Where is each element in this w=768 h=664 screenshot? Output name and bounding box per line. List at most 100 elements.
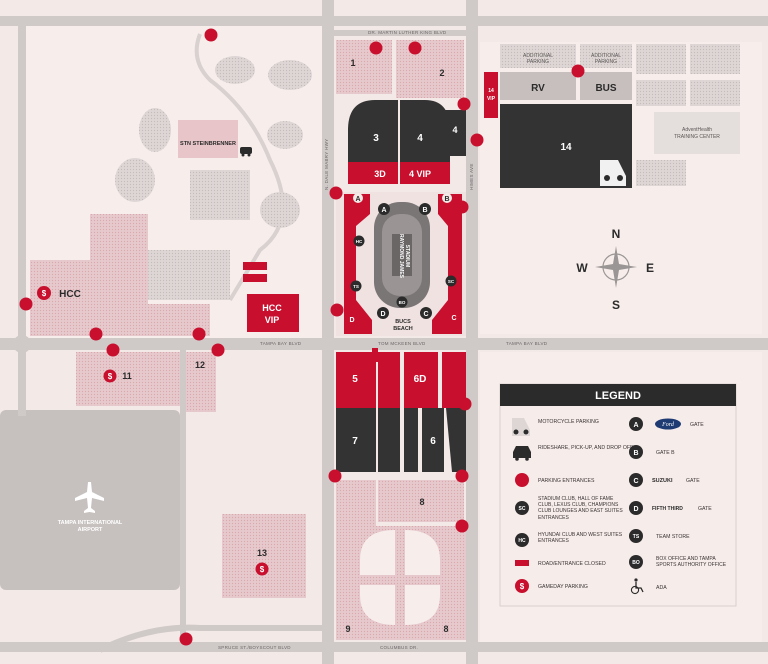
parking-entrance[interactable] — [106, 343, 120, 357]
legend-rideshare: RIDESHARE, PICK-UP, AND DROP OFF — [538, 445, 633, 451]
roundabout — [13, 335, 31, 353]
lot-6-label: 6 — [430, 436, 436, 447]
stadium-name: RAYMOND JAMES — [398, 234, 404, 279]
parking-entrance[interactable] — [369, 41, 383, 55]
gate-sc-marker[interactable] — [445, 275, 457, 287]
lot-6d[interactable] — [404, 352, 438, 408]
steinbrenner-fields — [100, 56, 312, 300]
additional-parking-1[interactable] — [500, 44, 576, 68]
car-icon-nw — [240, 147, 252, 157]
lot-7-east[interactable] — [378, 408, 400, 472]
lot-7-label: 7 — [352, 436, 358, 447]
gate-c-marker[interactable] — [420, 307, 432, 319]
gate-a-marker[interactable] — [378, 203, 390, 215]
parking-entrances — [19, 28, 585, 646]
legend-team-store: TEAM STORE — [656, 534, 690, 540]
legend-hc: HYUNDAI CLUB AND WEST SUITES ENTRANCES — [538, 532, 623, 545]
lot-5-east[interactable] — [378, 352, 400, 408]
gameday-parking-icon — [515, 579, 529, 593]
suzuki-logo: SUZUKI — [652, 478, 673, 484]
parking-entrance[interactable] — [455, 469, 469, 483]
parking-entrance[interactable] — [329, 186, 343, 200]
parking-entrance[interactable] — [458, 397, 472, 411]
hcc-lot-south[interactable] — [90, 304, 210, 336]
parking-entrance[interactable] — [328, 469, 342, 483]
gameday-parking-icon-13 — [255, 562, 269, 576]
road-closed-marker — [372, 348, 378, 362]
svg-text:$: $ — [260, 565, 265, 574]
svg-text:C: C — [633, 478, 638, 485]
airplane-icon — [75, 482, 104, 513]
lot-14vip[interactable] — [484, 72, 498, 118]
bus-lot[interactable] — [580, 72, 632, 100]
rv-lot[interactable] — [500, 72, 576, 100]
gate-b-marker[interactable] — [419, 203, 431, 215]
lot-6d-label: 6D — [414, 374, 427, 385]
hcc-lot-north[interactable] — [90, 214, 148, 304]
gate-b-label-ne: B — [444, 196, 449, 203]
parking-entrance[interactable] — [455, 200, 469, 214]
parking-entrance[interactable] — [470, 133, 484, 147]
parking-entrance[interactable] — [457, 97, 471, 111]
lot-13[interactable] — [222, 514, 306, 598]
lot-12[interactable] — [186, 352, 216, 412]
car-icon — [513, 446, 531, 461]
lot-2[interactable] — [396, 40, 464, 98]
lot-6[interactable] — [422, 408, 444, 472]
lot-14-label: 14 — [560, 142, 572, 153]
parking-entrance[interactable] — [408, 41, 422, 55]
airport-label-2: AIRPORT — [78, 527, 103, 533]
svg-text:TS: TS — [353, 284, 359, 289]
gate-hc-marker[interactable] — [353, 235, 365, 247]
lot-4-label: 4 — [417, 133, 423, 144]
lot-hcc-vip-label-1: HCC — [262, 303, 282, 313]
gate-bo-marker[interactable] — [396, 296, 408, 308]
parking-entrance[interactable] — [192, 327, 206, 341]
lot-4[interactable] — [400, 100, 450, 162]
svg-text:C: C — [423, 311, 428, 318]
parking-entrance[interactable] — [455, 519, 469, 533]
lot-4-east[interactable] — [444, 110, 466, 156]
parking-entrance[interactable] — [211, 343, 225, 357]
compass-rose: N S W E — [576, 227, 654, 312]
hcc-vip-lot[interactable] — [247, 294, 299, 332]
sc-icon — [515, 501, 529, 515]
gate-c-icon — [629, 473, 643, 487]
practice-fields — [360, 530, 440, 625]
lot-3[interactable] — [348, 100, 398, 162]
parking-entrance[interactable] — [204, 28, 218, 42]
lot-1[interactable] — [336, 40, 392, 94]
lot-6-west[interactable] — [404, 408, 418, 472]
lot-12-label: 12 — [195, 360, 205, 370]
parking-entrance-icon — [515, 473, 529, 487]
lot-8-north-label: 8 — [419, 497, 424, 507]
parking-entrance[interactable] — [179, 632, 193, 646]
parking-entrance[interactable] — [19, 297, 33, 311]
gate-a-label-nw: A — [355, 196, 360, 203]
parking-entrance[interactable] — [571, 64, 585, 78]
spruce-label: SPRUCE ST./BOYSCOUT BLVD — [218, 645, 291, 650]
legend-entrances: PARKING ENTRANCES — [538, 478, 595, 484]
lot-11[interactable] — [76, 352, 180, 406]
lot-8-north[interactable] — [378, 480, 464, 522]
tampa-bay-right-label: TAMPA BAY BLVD — [506, 341, 548, 346]
lot-3d[interactable] — [348, 162, 398, 184]
legend-gate-c: GATE — [686, 478, 700, 484]
fifth-third-logo: FIFTH THIRD — [652, 506, 683, 512]
lot-6-east[interactable] — [446, 408, 466, 472]
parking-entrance[interactable] — [89, 327, 103, 341]
lot-3-label: 3 — [373, 133, 379, 144]
lot-hcc-vip-label-2: VIP — [265, 315, 280, 325]
lot-5[interactable] — [336, 352, 376, 408]
gate-ts-marker[interactable] — [350, 280, 362, 292]
parking-entrance[interactable] — [330, 303, 344, 317]
lot-7[interactable] — [336, 408, 376, 472]
gate-d-marker[interactable] — [377, 307, 389, 319]
lot-4vip[interactable] — [400, 162, 450, 184]
box-office-icon — [629, 555, 643, 569]
additional-parking-2[interactable] — [580, 44, 632, 68]
advent-label-1: AdventHealth — [682, 127, 712, 133]
